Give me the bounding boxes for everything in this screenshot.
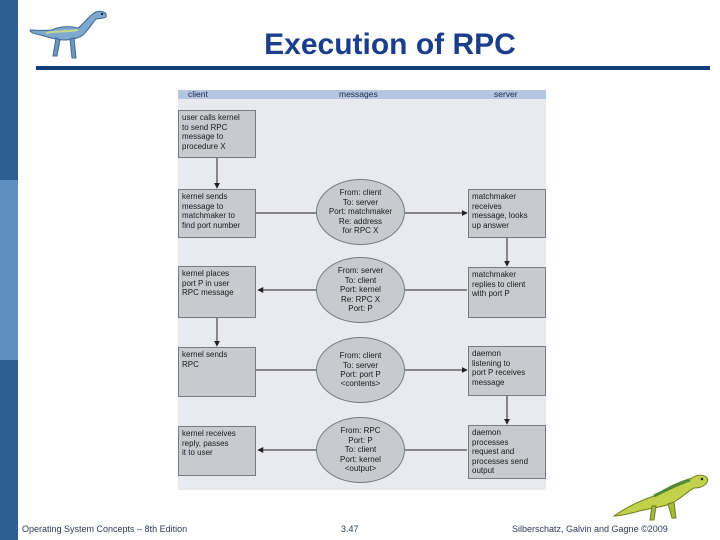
diagram-header-bar: client messages server xyxy=(178,89,546,99)
server-box-matchmaker-receives: matchmaker receives message, looks up an… xyxy=(468,189,546,238)
server-box-daemon-processes: daemon processes request and processes s… xyxy=(468,425,546,479)
header-server: server xyxy=(494,89,518,99)
rpc-diagram: client messages server user calls kernel… xyxy=(178,89,546,490)
dinosaur-logo-top xyxy=(29,10,107,59)
client-box-receive-reply: kernel receives reply, passes it to user xyxy=(178,426,256,476)
footer-left: Operating System Concepts – 8th Edition xyxy=(22,524,188,534)
client-box-send-matchmaker: kernel sends message to matchmaker to fi… xyxy=(178,189,256,238)
client-box-send-rpc: kernel sends RPC xyxy=(178,347,256,397)
message-oval-address-request: From: client To: server Port: matchmaker… xyxy=(316,179,405,245)
sidebar-stripe xyxy=(0,0,18,540)
message-oval-rpc-contents: From: client To: server Port: port P <co… xyxy=(316,337,405,403)
slide-title: Execution of RPC xyxy=(264,28,516,61)
dinosaur-logo-bottom xyxy=(612,474,709,521)
server-box-matchmaker-replies: matchmaker replies to client with port P xyxy=(468,267,546,318)
client-box-call: user calls kernel to send RPC message to… xyxy=(178,110,256,158)
header-client: client xyxy=(188,89,208,99)
footer-page-number: 3.47 xyxy=(341,524,359,534)
footer-right: Silberschatz, Galvin and Gagne ©2009 xyxy=(512,524,668,534)
sidebar-segment xyxy=(0,0,18,180)
header-messages: messages xyxy=(339,89,378,99)
message-oval-output: From: RPC Port: P To: client Port: kerne… xyxy=(316,417,405,483)
sidebar-segment xyxy=(0,360,18,540)
diagram-arrows xyxy=(214,158,510,453)
client-box-place-port: kernel places port P in user RPC message xyxy=(178,266,256,318)
message-oval-port-reply: From: server To: client Port: kernel Re:… xyxy=(316,257,405,323)
sidebar-segment xyxy=(0,180,18,360)
server-box-daemon-listening: daemon listening to port P receives mess… xyxy=(468,346,546,396)
title-underline xyxy=(36,66,710,70)
